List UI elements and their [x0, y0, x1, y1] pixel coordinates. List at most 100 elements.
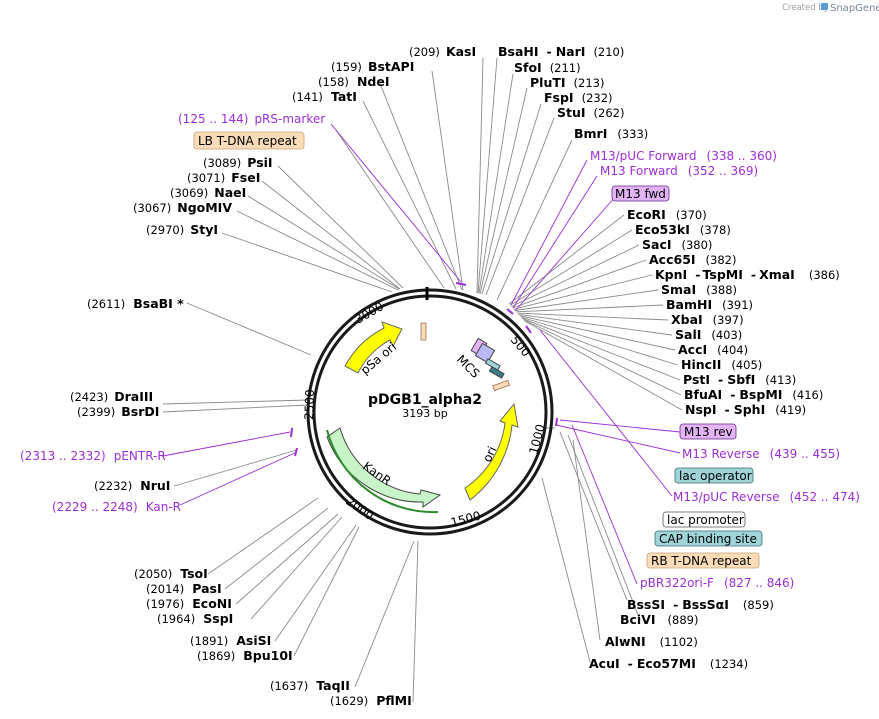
tick-2500: 2500 — [302, 389, 317, 420]
kasI-label[interactable]: (209)KasI — [409, 44, 476, 59]
acuI-label[interactable]: AcuI-Eco57MI(1234) — [589, 656, 748, 671]
m13puc-rev-label[interactable]: M13/pUC Reverse(452 .. 474) — [673, 490, 860, 504]
snapgene-logo-icon — [821, 3, 828, 10]
lac-promoter-tag[interactable] — [662, 511, 746, 528]
cap-box[interactable] — [488, 366, 505, 379]
mcs-leader-line — [523, 319, 682, 396]
tick-1500: 1500 — [449, 508, 482, 529]
kanr-outline — [326, 429, 439, 514]
acc65I-label[interactable]: Acc65I(382) — [649, 252, 736, 267]
lb-repeat-tag[interactable] — [193, 131, 305, 150]
psiI-label[interactable]: (3089)PsiI — [203, 155, 273, 170]
pluTI-label[interactable]: PluTI(213) — [530, 75, 604, 90]
rb-repeat-tag[interactable] — [646, 552, 760, 569]
bstAPI-label[interactable]: (159)BstAPI — [331, 59, 414, 74]
rb-repeat-box[interactable] — [492, 379, 511, 392]
cap-binding-tag[interactable] — [654, 530, 763, 547]
hincII-label[interactable]: HincII(405) — [681, 357, 762, 372]
prs-marker-label[interactable]: (125 .. 144)pRS-marker — [178, 112, 325, 126]
snapgene-brand: SnapGene — [830, 3, 879, 14]
stuI-label[interactable]: StuI(262) — [557, 105, 624, 120]
bfuAI-label[interactable]: BfuAI-BspMI(416) — [684, 387, 823, 402]
m13puc-fwd-label[interactable]: M13/pUC Forward(338 .. 360) — [590, 149, 777, 163]
kan-r-label[interactable]: (2229 .. 2248)Kan-R — [52, 500, 181, 514]
fseI-label[interactable]: (3071)FseI — [187, 170, 260, 185]
kpnI-label[interactable]: KpnI-TspMI-XmaI(386) — [655, 267, 840, 282]
eco53kI-label[interactable]: Eco53kI(378) — [635, 222, 731, 237]
mcs-leader-line — [516, 304, 664, 313]
bciVI-label[interactable]: BciVI(889) — [620, 612, 698, 627]
nspI-label[interactable]: NspI-SphI(419) — [685, 402, 806, 417]
mcs-leader-line — [514, 289, 659, 311]
m13-rev-tag[interactable] — [679, 423, 737, 440]
psa-ori-feature[interactable] — [344, 321, 403, 374]
mcs-leader-line — [512, 259, 647, 309]
mcs-leader-line — [520, 316, 679, 366]
mcs-leader-line — [517, 312, 669, 321]
cap-binding-text: CAP binding site — [659, 532, 757, 546]
pasI-label[interactable]: (2014)PasI — [146, 581, 222, 596]
taqII-label[interactable]: (1637)TaqII — [270, 678, 350, 693]
pbr322-arc — [555, 417, 558, 427]
mcs-leader-line — [513, 274, 653, 310]
tick-500: 500 — [508, 333, 533, 360]
sspI-label[interactable]: (1964)SspI — [157, 611, 233, 626]
pflMI-label[interactable]: (1629)PflMI — [330, 693, 412, 708]
lb-repeat-box[interactable] — [420, 322, 427, 341]
m13-reverse-label[interactable]: M13 Reverse(439 .. 455) — [682, 447, 840, 461]
bssSI-label[interactable]: BssSI-BssSαI(859) — [627, 597, 774, 612]
pentr-r-arc — [290, 427, 293, 438]
tatI-label[interactable]: (141)TatI — [292, 89, 357, 104]
smaI-label[interactable]: SmaI(388) — [661, 282, 737, 297]
xbaI-label[interactable]: XbaI(397) — [671, 312, 744, 327]
mcs-leader-line — [511, 244, 640, 308]
ndeI-label[interactable]: (158)NdeI — [318, 74, 389, 89]
lb-repeat-text: LB T-DNA repeat — [198, 134, 297, 148]
ori-feature[interactable] — [464, 402, 519, 501]
lac-operator-text: lac operator — [679, 469, 752, 483]
lac-operator-tag[interactable] — [674, 467, 754, 484]
bsaBI-label[interactable]: (2611)BsaBI * — [87, 296, 184, 311]
m13-fwd-tag[interactable] — [611, 185, 670, 202]
plasmid-name: pDGB1_alpha2 — [368, 392, 482, 408]
bamHI-label[interactable]: BamHI(391) — [666, 297, 753, 312]
nruI-label[interactable]: (2232)NruI — [94, 478, 170, 493]
naeI-label[interactable]: (3069)NaeI — [170, 185, 246, 200]
mcs-leader-line — [519, 315, 676, 351]
rb-repeat-text: RB T-DNA repeat — [651, 554, 752, 568]
pbr322-label[interactable]: pBR322ori-F(827 .. 846) — [640, 576, 794, 590]
ecoNI-label[interactable]: (1976)EcoNI — [146, 596, 232, 611]
tsoI-label[interactable]: (2050)TsoI — [134, 566, 208, 581]
mcs-leader-line — [524, 320, 683, 411]
backbone-inner-ring — [312, 294, 548, 530]
bmrI-label[interactable]: BmrI(333) — [574, 126, 648, 141]
ngoMIV-label[interactable]: (3067)NgoMIV — [133, 200, 232, 215]
mcs-leader-line — [522, 317, 681, 381]
sacI-label[interactable]: SacI(380) — [642, 237, 712, 252]
fspI-label[interactable]: FspI(232) — [544, 90, 613, 105]
bsaHI-label[interactable]: BsaHI-NarI(210) — [498, 44, 624, 59]
pstI-label[interactable]: PstI-SbfI(413) — [683, 372, 796, 387]
bsrDI-label[interactable]: (2399)BsrDI — [77, 404, 159, 419]
bpu10I-label[interactable]: (1869)Bpu10I — [197, 648, 293, 663]
styI-label[interactable]: (2970)StyI — [146, 222, 218, 237]
backbone-outer-ring — [306, 288, 554, 536]
sfoI-label[interactable]: SfoI(211) — [514, 60, 581, 75]
ecoRI-label[interactable]: EcoRI(370) — [627, 207, 707, 222]
pentr-r-label[interactable]: (2313 .. 2332)pENTR-R — [20, 449, 166, 463]
prs-marker-arc — [455, 282, 467, 286]
created-by-label: Created by — [782, 3, 829, 13]
lac-promoter-text: lac promoter — [667, 513, 744, 527]
salI-label[interactable]: SalI(403) — [675, 327, 742, 342]
mcs-box[interactable] — [474, 342, 496, 364]
tick-3000: 3000 — [353, 299, 386, 326]
m13-fwd-arc — [506, 308, 514, 315]
draIII-label[interactable]: (2423)DraIII — [70, 389, 153, 404]
alwNI-label[interactable]: AlwNI(1102) — [605, 634, 698, 649]
asiSI-label[interactable]: (1891)AsiSI — [190, 633, 271, 648]
m13-forward-label[interactable]: M13 Forward(352 .. 369) — [600, 164, 758, 178]
leader-lines — [162, 57, 683, 703]
accI-label[interactable]: AccI(404) — [678, 342, 748, 357]
